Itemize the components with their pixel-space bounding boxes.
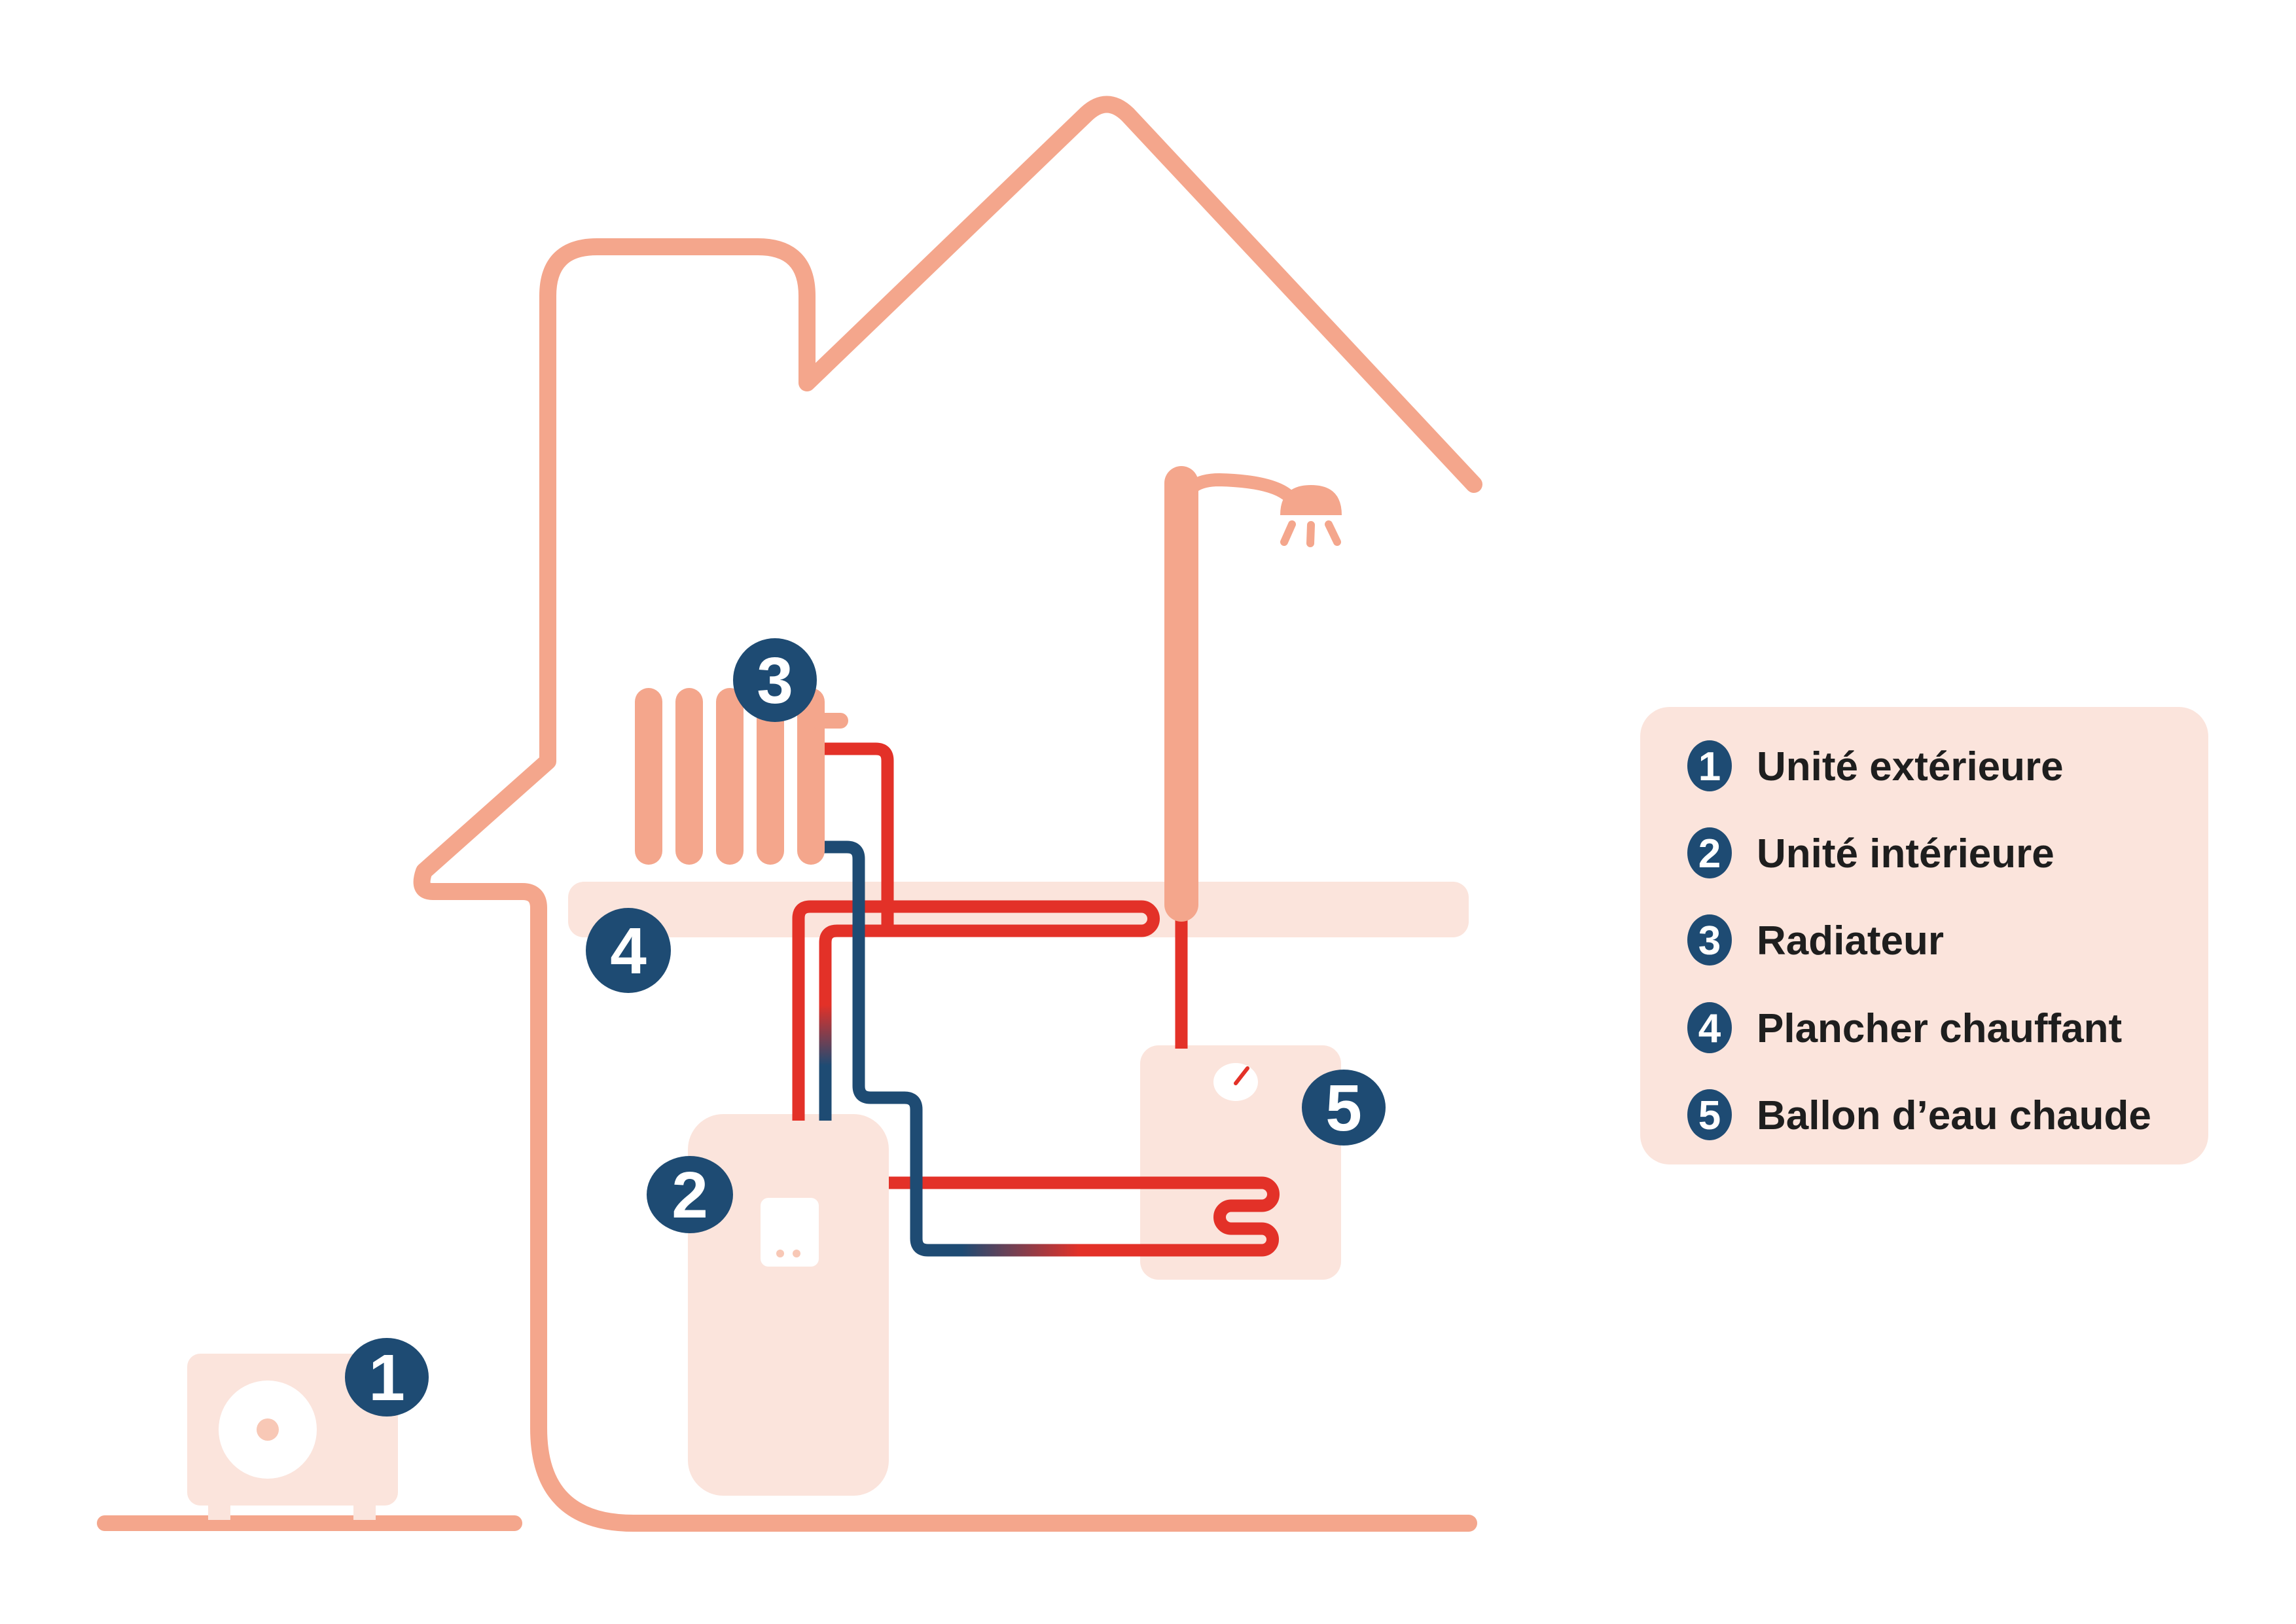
tank-body — [1140, 1045, 1341, 1280]
badge-4: 4 — [586, 908, 671, 993]
legend-badge-number: 3 — [1698, 918, 1721, 964]
legend-item-3: 3 Radiateur — [1687, 914, 1944, 965]
shower-head — [1280, 485, 1342, 515]
legend-badge-number: 1 — [1698, 744, 1721, 789]
badge-circle — [586, 908, 671, 993]
pipes — [792, 742, 1280, 1257]
pipe-radiator-return — [819, 840, 1008, 1257]
shower-spray — [1280, 520, 1296, 546]
radiator-icon — [635, 688, 848, 865]
indoor-unit-led — [776, 1250, 784, 1257]
legend-item-label: Ballon d’eau chaude — [1757, 1093, 2151, 1138]
badge-circle — [345, 1338, 429, 1416]
gauge-needle — [1234, 1066, 1249, 1085]
pipe-floor-loop — [792, 900, 1160, 1121]
badge-circle — [733, 638, 817, 722]
badge-2: 2 — [647, 1156, 733, 1233]
legend-badge — [1687, 1002, 1732, 1053]
legend-badge — [1687, 740, 1732, 791]
legend-item-4: 4 Plancher chauffant — [1687, 1002, 2122, 1053]
legend-badge — [1687, 914, 1732, 965]
badge-1: 1 — [345, 1338, 429, 1416]
shower-arm — [1177, 473, 1295, 512]
badge-number: 1 — [368, 1341, 405, 1415]
badge-number: 5 — [1325, 1072, 1362, 1145]
legend-item-label: Radiateur — [1757, 918, 1944, 964]
badge-5: 5 — [1302, 1070, 1386, 1146]
outdoor-unit — [187, 1354, 398, 1520]
shower-icon — [1164, 466, 1342, 922]
shower-spray — [1306, 521, 1315, 547]
legend-badge — [1687, 827, 1732, 878]
indoor-unit — [688, 1114, 889, 1496]
indoor-unit-display — [761, 1198, 819, 1267]
legend-item-label: Unité intérieure — [1757, 831, 2054, 876]
fan-hub — [257, 1418, 279, 1441]
badge-number: 3 — [757, 644, 793, 717]
pipe-tank-coil — [889, 1176, 1280, 1257]
legend: 1 Unité extérieure 2 Unité intérieure 3 … — [1640, 707, 2208, 1164]
hot-water-tank — [1140, 1045, 1341, 1280]
badge-circle — [1302, 1070, 1386, 1146]
legend-item-label: Unité extérieure — [1757, 744, 2064, 789]
badge-number: 4 — [610, 914, 647, 988]
pipe-radiator-supply — [819, 742, 894, 937]
legend-item-1: 1 Unité extérieure — [1687, 740, 2064, 791]
shower-column — [1164, 466, 1198, 922]
legend-item-label: Plancher chauffant — [1757, 1006, 2122, 1051]
legend-item-5: 5 Ballon d’eau chaude — [1687, 1089, 2151, 1140]
badge-circle — [647, 1156, 733, 1233]
legend-badge-number: 4 — [1698, 1006, 1721, 1051]
house-outline — [413, 96, 1482, 1532]
legend-badge-number: 2 — [1698, 831, 1721, 876]
legend-badge — [1687, 1089, 1732, 1140]
shower-spray — [1325, 520, 1341, 546]
indoor-unit-body — [688, 1114, 889, 1496]
badge-number: 2 — [672, 1159, 708, 1232]
badge-3: 3 — [733, 638, 817, 722]
indoor-unit-led — [793, 1250, 800, 1257]
legend-item-2: 2 Unité intérieure — [1687, 827, 2054, 878]
legend-badge-number: 5 — [1698, 1093, 1721, 1138]
legend-box — [1640, 707, 2208, 1164]
